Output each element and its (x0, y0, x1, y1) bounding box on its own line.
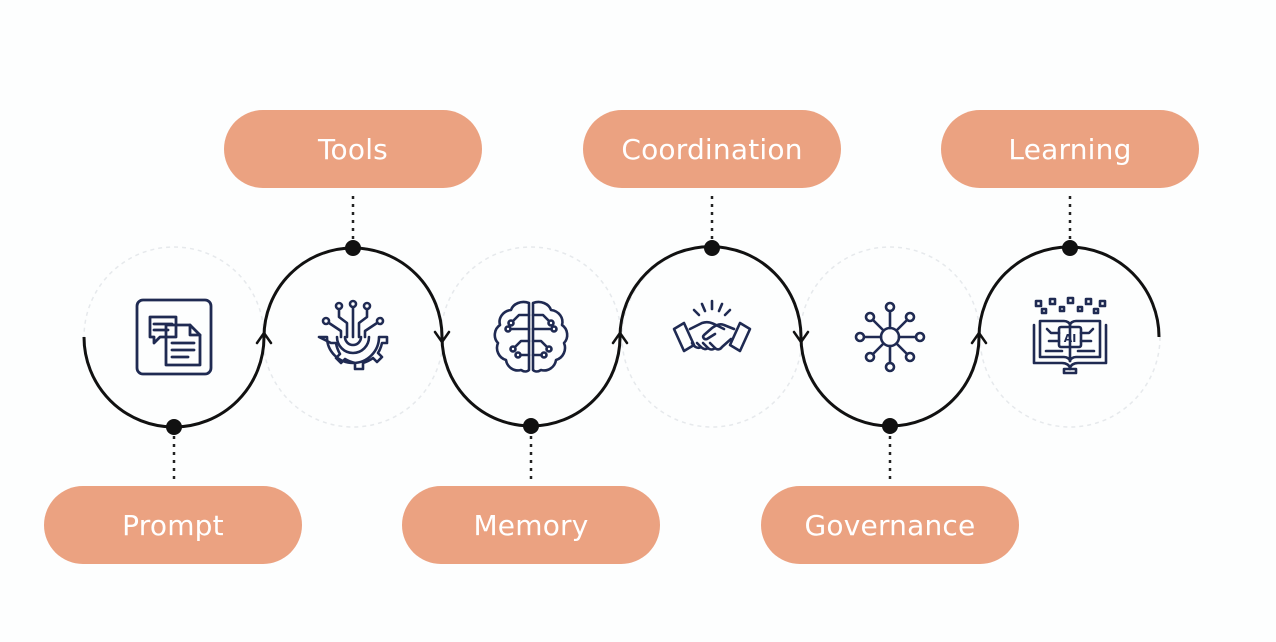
step-label-prompt: Prompt (122, 508, 224, 542)
brain-circuit-icon (489, 295, 573, 379)
arrowheads (255, 330, 988, 345)
arrow-up-2 (611, 331, 629, 345)
step-label-memory: Memory (473, 508, 589, 542)
document-chat-icon (132, 295, 216, 379)
arrow-up-3 (970, 331, 988, 345)
step-pill-prompt: Prompt (44, 486, 302, 564)
step-label-coordination: Coordination (621, 132, 803, 166)
dot-memory (523, 418, 539, 434)
junction-dots (166, 240, 1078, 435)
dot-tools (345, 240, 361, 256)
handshake-icon (670, 295, 754, 379)
arrow-up-1 (255, 331, 273, 345)
dot-learning (1062, 240, 1078, 256)
wave-line (82, 245, 1161, 429)
step-pill-memory: Memory (402, 486, 660, 564)
arrow-down-1 (433, 330, 451, 344)
arrow-down-2 (792, 330, 810, 344)
ai-book-icon: AI (1028, 295, 1112, 379)
step-label-learning: Learning (1008, 132, 1132, 166)
step-label-governance: Governance (804, 508, 976, 542)
circuit-gear-icon (311, 295, 395, 379)
step-label-tools: Tools (318, 132, 388, 166)
dot-prompt (166, 419, 182, 435)
network-nodes-icon (848, 295, 932, 379)
svg-text:AI: AI (1064, 332, 1077, 345)
dotted-connectors (172, 196, 1072, 484)
step-pill-coordination: Coordination (583, 110, 841, 188)
dot-governance (882, 418, 898, 434)
step-pill-governance: Governance (761, 486, 1019, 564)
step-pill-tools: Tools (224, 110, 482, 188)
dot-coordination (704, 240, 720, 256)
step-pill-learning: Learning (941, 110, 1199, 188)
